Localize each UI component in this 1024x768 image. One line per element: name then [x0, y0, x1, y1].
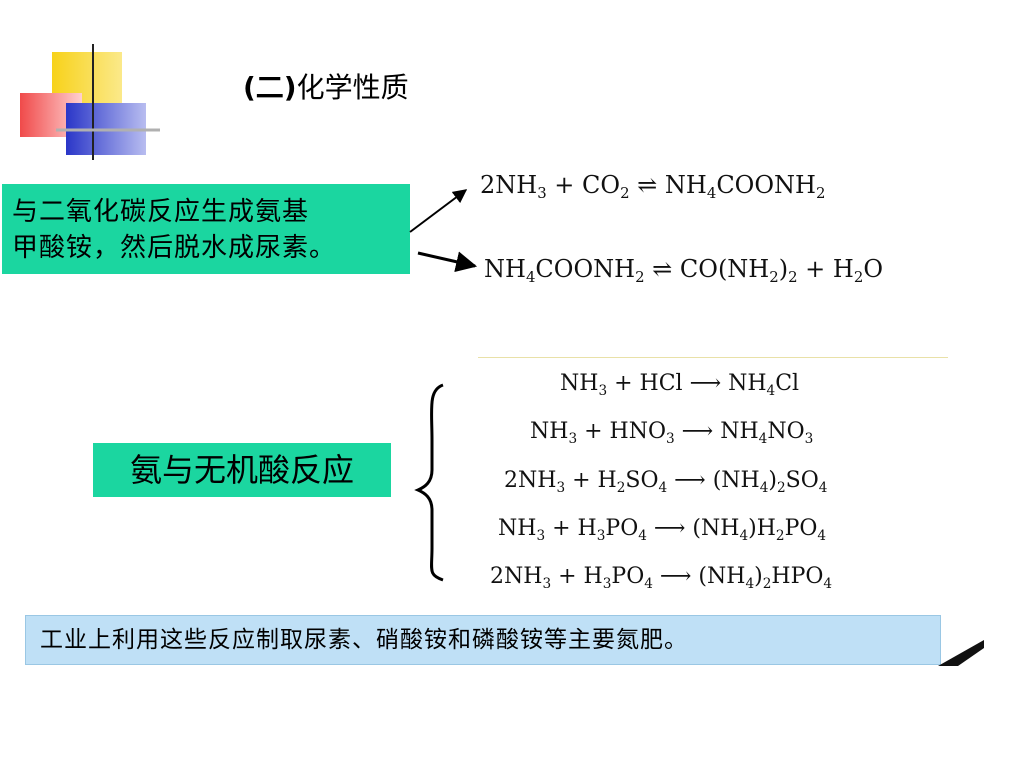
- acid-equations-panel: NH3 + HCl ⟶ NH4Cl NH3 + HNO3 ⟶ NH4NO3 2N…: [478, 357, 948, 601]
- page-title: (二)化学性质: [243, 70, 409, 106]
- equation-acid-1: NH3 + HCl ⟶ NH4Cl: [560, 371, 800, 399]
- acid-box-label: 氨与无机酸反应: [129, 451, 354, 489]
- equation-co2-2: NH4COONH2 ⇌ CO(NH2)2 + H2O: [484, 255, 883, 287]
- equation-acid-5: 2NH3 + H3PO4 ⟶ (NH4)2HPO4: [490, 564, 833, 592]
- bracket-icon: [414, 383, 444, 582]
- co2-reaction-box: 与二氧化碳反应生成氨基 甲酸铵，然后脱水成尿素。: [2, 184, 410, 274]
- equation-acid-3: 2NH3 + H2SO4 ⟶ (NH4)2SO4: [504, 468, 828, 496]
- arrow-icon: [417, 251, 478, 273]
- summary-note: 工业上利用这些反应制取尿素、硝酸铵和磷酸铵等主要氮肥。: [25, 615, 941, 665]
- co2-box-line1: 与二氧化碳反应生成氨基: [12, 197, 310, 227]
- summary-note-text: 工业上利用这些反应制取尿素、硝酸铵和磷酸铵等主要氮肥。: [40, 627, 688, 653]
- acid-reaction-box: 氨与无机酸反应: [93, 443, 391, 497]
- title-paren: (二): [243, 71, 297, 104]
- equation-acid-4: NH3 + H3PO4 ⟶ (NH4)H2PO4: [498, 516, 827, 544]
- arrow-icon: [409, 189, 468, 233]
- equation-co2-1: 2NH3 + CO2 ⇌ NH4COONH2: [480, 171, 826, 203]
- co2-box-line2: 甲酸铵，然后脱水成尿素。: [12, 233, 337, 263]
- slide-logo-icon: [20, 44, 160, 160]
- equation-acid-2: NH3 + HNO3 ⟶ NH4NO3: [530, 419, 814, 447]
- title-text: 化学性质: [296, 71, 409, 104]
- next-slide-icon[interactable]: [938, 640, 984, 666]
